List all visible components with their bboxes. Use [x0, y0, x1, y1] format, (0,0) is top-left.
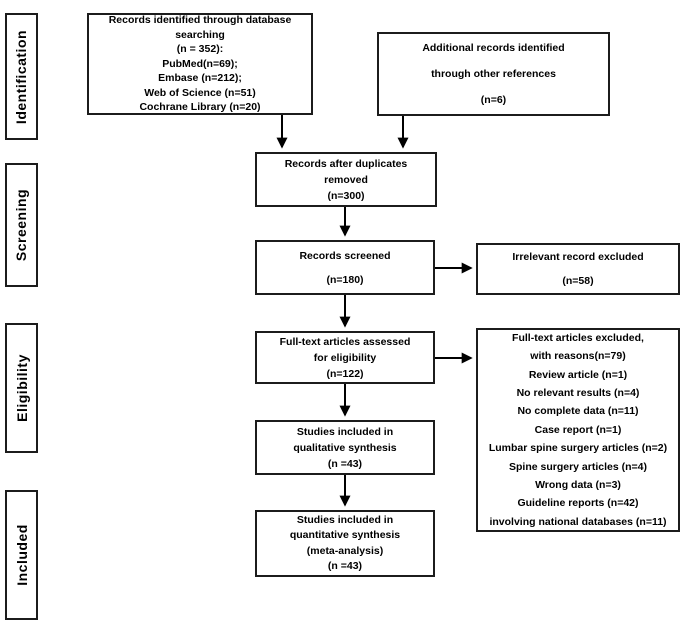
box-text-line: Records identified through database [108, 14, 292, 27]
box-text-line: Records screened [299, 249, 391, 262]
box-text-line: searching [175, 28, 225, 41]
box-text-line: Wrong data (n=3) [535, 479, 621, 492]
box-text-line: Full-text articles excluded, [512, 331, 644, 344]
box-text-line: (meta-analysis) [306, 544, 384, 557]
box-studies-quantitative-synthesis: Studies included in quantitative synthesi… [255, 510, 435, 577]
box-text-line: involving national databases (n=11) [489, 515, 667, 528]
box-text-line: Case report (n=1) [534, 423, 622, 436]
box-text-line: qualitative synthesis [293, 441, 397, 454]
box-text-line: Full-text articles assessed [279, 335, 411, 348]
box-text-line: (n = 352): [176, 43, 224, 56]
box-text-line: (n=300) [327, 189, 365, 202]
box-text-line: (n =43) [327, 560, 363, 572]
stage-label-identification: Identification [5, 13, 38, 140]
box-text-line: through other references [431, 68, 556, 80]
box-text-line: Lumbar spine surgery articles (n=2) [488, 442, 668, 455]
box-text-line: Records after duplicates [284, 157, 408, 170]
box-text-line: Additional records identified [422, 42, 565, 54]
stage-label-screening: Screening [5, 163, 38, 287]
box-text-line: No relevant results (n=4) [516, 386, 640, 399]
box-text-line: Guideline reports (n=42) [517, 497, 639, 510]
box-records-screened: Records screened (n=180) [255, 240, 435, 295]
box-text-line: quantitative synthesis [289, 529, 401, 541]
box-text-line: PubMed(n=69); [162, 57, 238, 70]
box-text-line: No complete data (n=11) [517, 405, 639, 418]
box-studies-qualitative-synthesis: Studies included in qualitative synthesis… [255, 420, 435, 475]
stage-label-text: Screening [13, 188, 30, 262]
box-text-line: Embase (n=212); [158, 72, 242, 85]
box-text-line: Spine surgery articles (n=4) [508, 460, 647, 473]
stage-label-eligibility: Eligibility [5, 323, 38, 453]
box-text-line: with reasons(n=79) [530, 350, 626, 363]
box-text-line: Irrelevant record excluded [512, 251, 644, 263]
stage-label-text: Included [13, 524, 30, 586]
box-text-line: for eligibility [313, 351, 377, 364]
stage-label-text: Eligibility [13, 354, 30, 422]
stage-label-text: Identification [13, 29, 30, 124]
box-text-line: removed [324, 173, 368, 186]
box-text-line: (n=180) [326, 273, 364, 286]
stage-label-included: Included [5, 490, 38, 620]
box-fulltext-articles-assessed: Full-text articles assessed for eligibili… [255, 331, 435, 384]
box-text-line: Review article (n=1) [528, 368, 628, 381]
box-irrelevant-records-excluded: Irrelevant record excluded (n=58) [476, 243, 680, 295]
box-records-after-duplicates-removed: Records after duplicates removed (n=300) [255, 152, 437, 207]
box-additional-records-other-references: Additional records identified through oth… [377, 32, 610, 116]
box-text-line: (n =43) [327, 457, 363, 470]
box-text-line: (n=58) [562, 275, 594, 287]
box-text-line: Web of Science (n=51) [144, 86, 256, 99]
box-text-line: Studies included in [296, 513, 394, 526]
box-text-line: (n=122) [326, 367, 364, 380]
box-text-line: Cochrane Library (n=20) [139, 101, 261, 114]
box-text-line: (n=6) [480, 94, 507, 106]
box-fulltext-articles-excluded: Full-text articles excluded, with reasons… [476, 328, 680, 532]
box-text-line: Studies included in [296, 425, 394, 438]
